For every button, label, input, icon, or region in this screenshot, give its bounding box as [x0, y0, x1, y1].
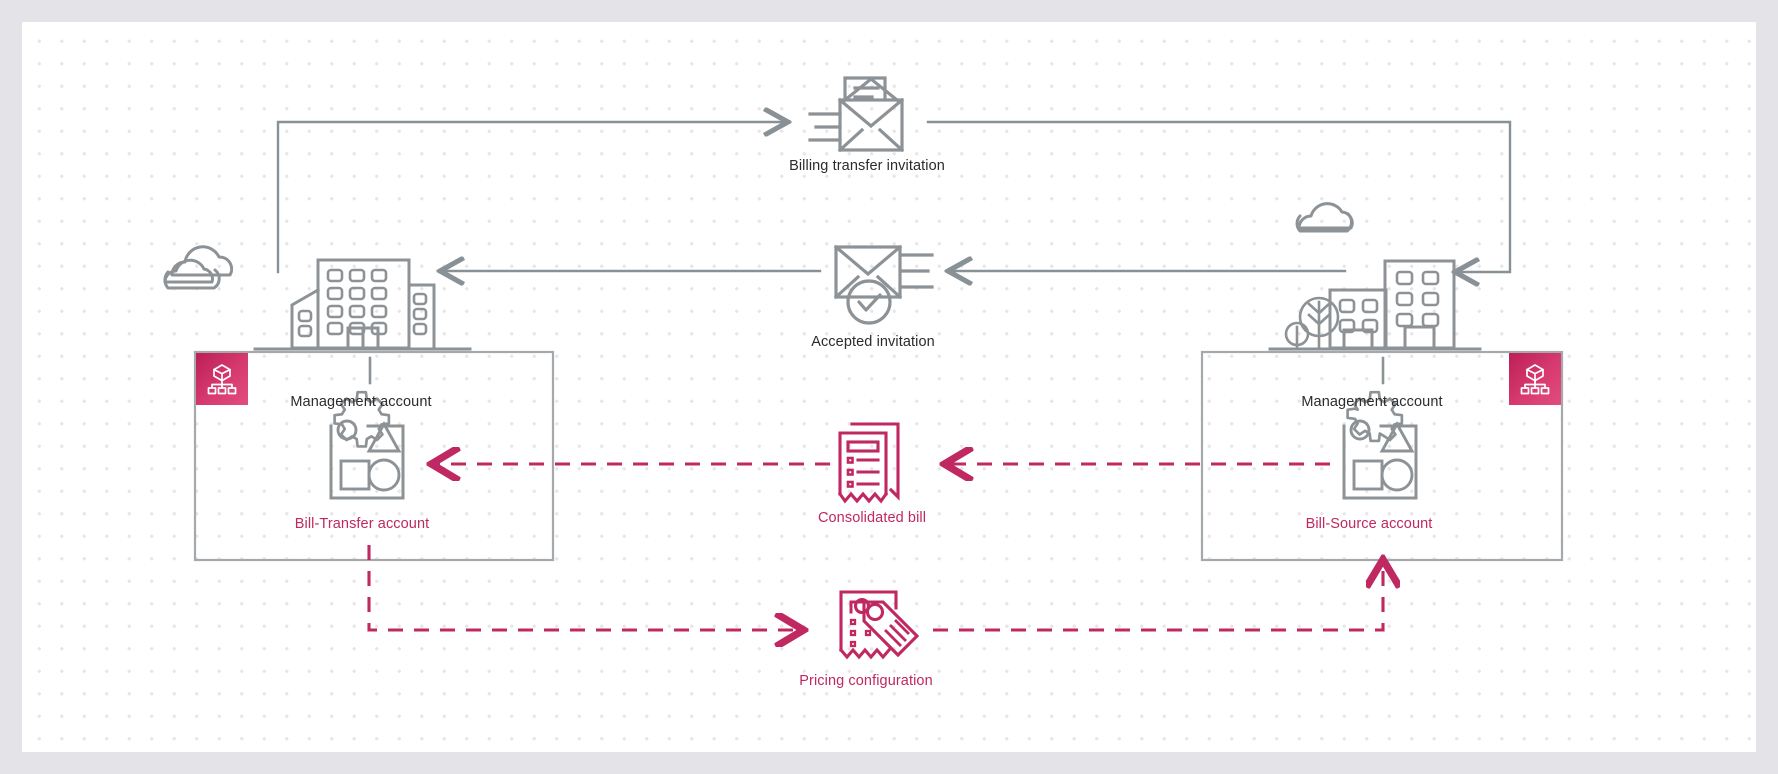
label-management-account-left: Management account: [290, 394, 432, 410]
envelope-open-icon: [808, 76, 905, 153]
envelope-check-icon: [833, 244, 934, 325]
cloud-icon: [163, 245, 234, 290]
diagram-canvas: [22, 22, 1756, 752]
label-pricing-configuration: Pricing configuration: [799, 673, 933, 689]
aws-organizations-icon-left[interactable]: [196, 353, 248, 405]
city-buildings-icon: [1268, 202, 1482, 385]
label-billing-transfer-invitation: Billing transfer invitation: [789, 158, 945, 174]
office-building-icon: [253, 258, 472, 385]
label-bill-source-account: Bill-Source account: [1305, 516, 1433, 532]
flow-pricing-configuration: [367, 545, 1383, 630]
receipt-icon: [837, 422, 900, 504]
left-organization-box: [193, 350, 555, 562]
aws-organizations-icon-right[interactable]: [1509, 353, 1561, 405]
organizations-glyph-left: [207, 364, 237, 395]
price-tag-receipt-icon: [838, 590, 920, 660]
label-bill-transfer-account: Bill-Transfer account: [294, 516, 430, 532]
generic-account-icon-left: [329, 390, 405, 500]
organizations-glyph-right: [1520, 364, 1550, 395]
label-management-account-right: Management account: [1301, 394, 1443, 410]
label-consolidated-bill: Consolidated bill: [817, 510, 927, 526]
label-accepted-invitation: Accepted invitation: [811, 334, 935, 350]
generic-account-icon-right: [1342, 390, 1418, 500]
flow-invitation-sent: [276, 122, 1512, 272]
